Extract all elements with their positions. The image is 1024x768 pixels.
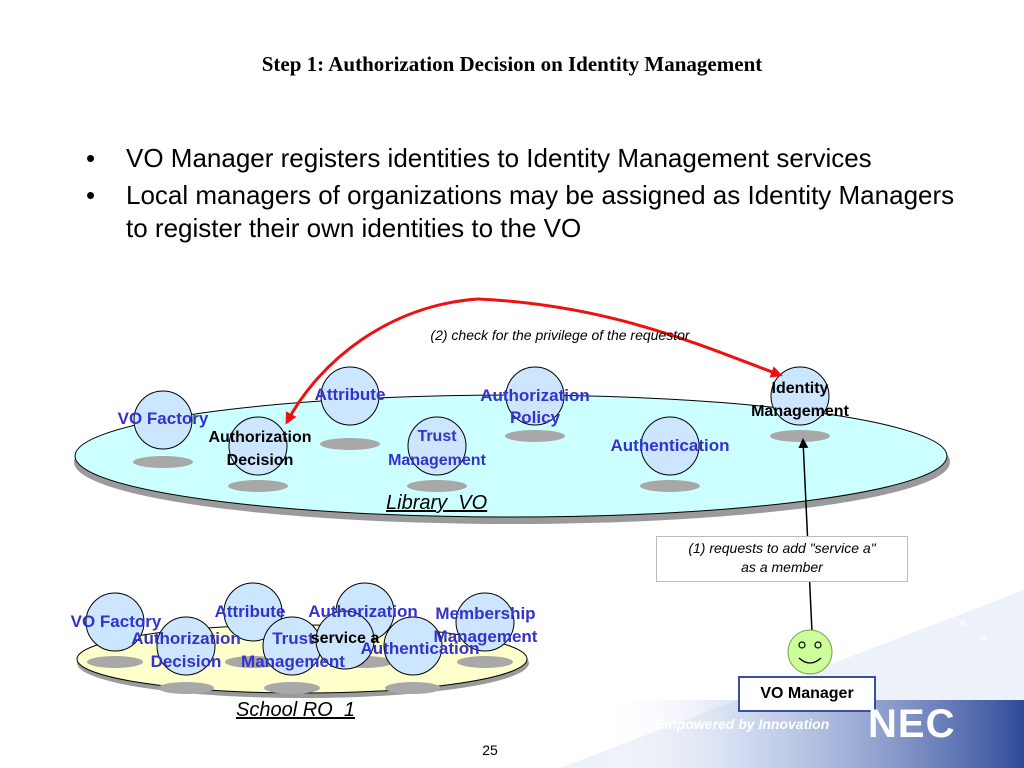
label-line: Identity [771, 380, 829, 397]
node-school-attribute [223, 582, 283, 642]
label-school-authentication: Authentication [360, 639, 480, 658]
node-authorization-decision [228, 416, 288, 476]
node-trust-management [407, 416, 467, 476]
label-line: Trust [272, 629, 314, 648]
label-line: Management [433, 627, 538, 646]
label-authorization-decision: Authorization Decision [190, 426, 330, 472]
nec-logo: NEC [868, 702, 956, 746]
label-line: Management [241, 652, 345, 671]
bullet-dot-icon: • [86, 143, 96, 173]
label-vo-factory: VO Factory [117, 409, 209, 428]
label-school-authorization-decision: Authorization Decision [118, 627, 254, 673]
node-school-service-a [315, 610, 375, 670]
page-number: 25 [482, 742, 498, 758]
page-title: Step 1: Authorization Decision on Identi… [261, 52, 763, 76]
label-line: Policy [509, 408, 561, 427]
node-school-authentication [383, 616, 443, 676]
label-school-vo-factory: VO Factory [70, 612, 162, 631]
label-line: Trust [417, 428, 457, 445]
bullet-list: • VO Manager registers identities to Ide… [86, 142, 966, 249]
node-attribute [320, 366, 380, 426]
library-vo-name: Library VO [386, 492, 488, 514]
label-line: Membership [435, 604, 536, 623]
label-service-a: service a [310, 630, 380, 647]
label-identity-management: Identity Management [735, 377, 865, 423]
school-ro-name: School RO_1 [236, 699, 355, 721]
node-school-vo-factory [85, 592, 145, 652]
request-callout: (1) requests to add "service a" as a mem… [656, 536, 908, 582]
callout-line: (1) requests to add "service a" [688, 540, 876, 556]
label-school-authorization: Authorization [308, 602, 418, 621]
bullet-dot-icon: • [86, 180, 96, 210]
bullet-item: • Local managers of organizations may be… [86, 179, 966, 245]
label-attribute: Attribute [314, 385, 386, 404]
school-nodes [85, 582, 515, 676]
label-trust-management: Trust Management [367, 425, 507, 473]
bullet-item: • VO Manager registers identities to Ide… [86, 142, 966, 175]
check-privilege-arrows [285, 297, 783, 425]
label-line: Management [751, 403, 849, 420]
label-school-membership: Membership Management [418, 602, 553, 648]
library-vo-ellipse [74, 394, 950, 524]
footer-tagline: Empowered by Innovation [655, 716, 830, 732]
node-school-authorization-decision [156, 616, 216, 676]
label-line: Decision [150, 652, 222, 671]
vo-manager-label: VO Manager [738, 676, 876, 712]
library-nodes [133, 366, 830, 476]
callout-line: as a member [741, 559, 823, 575]
label-line: Authorization [480, 386, 590, 405]
node-identity-management [770, 366, 830, 426]
bullet-text: Local managers of organizations may be a… [126, 180, 955, 243]
smiley-icon [787, 629, 833, 675]
label-school-trust-management: Trust Management [228, 627, 358, 673]
node-authorization-policy [505, 366, 565, 426]
node-vo-factory [133, 390, 193, 450]
school-node-shadows [87, 656, 513, 694]
bullet-text: VO Manager registers identities to Ident… [126, 143, 872, 173]
label-line: Management [388, 452, 486, 469]
library-node-shadows [133, 430, 830, 492]
label-line: Authorization [208, 429, 312, 446]
node-authentication [640, 416, 700, 476]
label-authentication: Authentication [610, 436, 730, 455]
label-line: Authorization [131, 629, 241, 648]
label-authorization-policy: Authorization Policy [465, 385, 605, 429]
label-school-attribute: Attribute [214, 602, 286, 621]
check-privilege-label: (2) check for the privilege of the reque… [430, 327, 690, 343]
label-line: Decision [226, 452, 294, 469]
node-school-membership [455, 592, 515, 652]
